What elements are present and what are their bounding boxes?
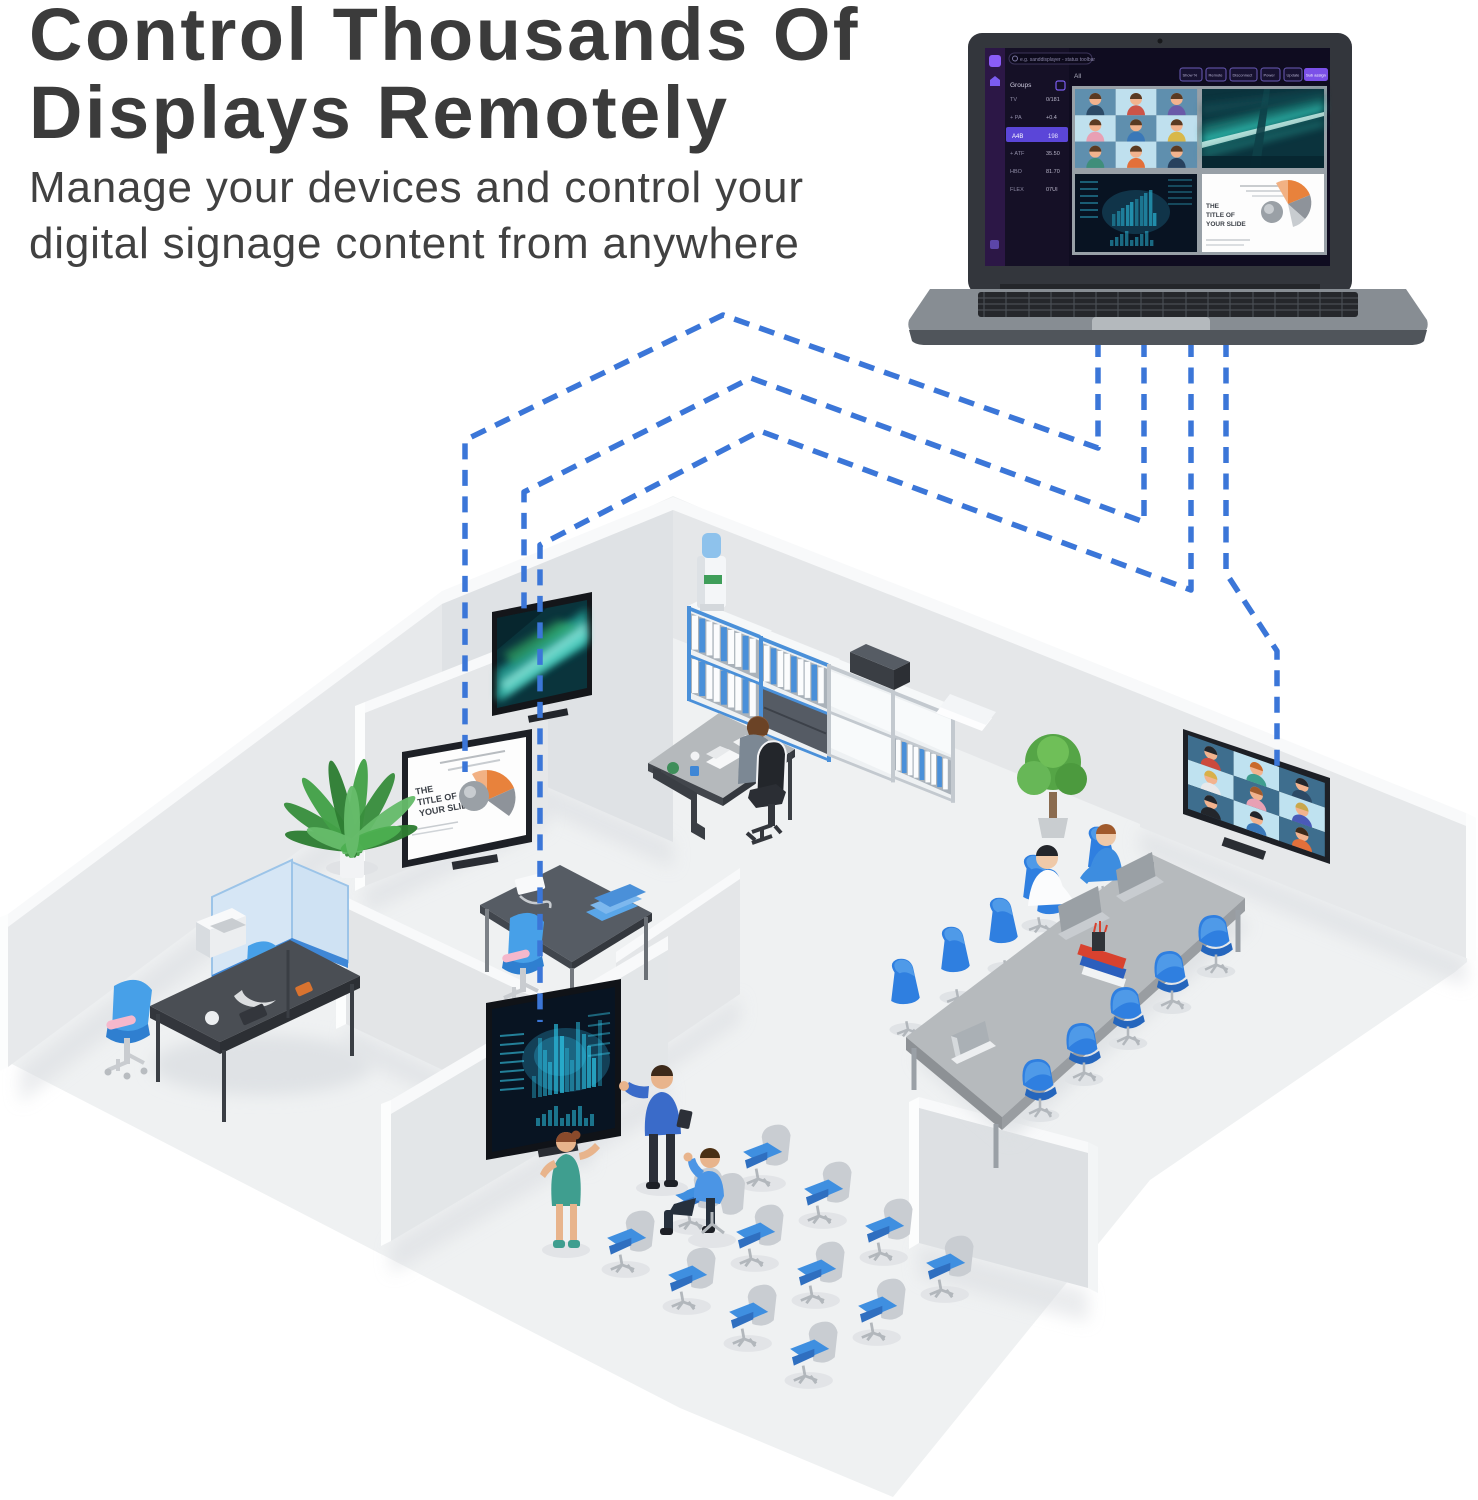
svg-text:81.70: 81.70 xyxy=(1046,169,1060,175)
svg-text:THE: THE xyxy=(1206,203,1220,210)
svg-text:Power: Power xyxy=(1264,73,1276,78)
svg-text:All: All xyxy=(1074,73,1082,80)
svg-text:TITLE OF: TITLE OF xyxy=(1206,212,1235,219)
svg-text:+ PA: + PA xyxy=(1010,115,1022,121)
svg-text:Groups: Groups xyxy=(1010,82,1032,89)
svg-text:35.50: 35.50 xyxy=(1046,151,1060,157)
svg-text:Disconnect: Disconnect xyxy=(1233,73,1254,78)
svg-text:TV: TV xyxy=(1010,97,1017,103)
svg-text:HBO: HBO xyxy=(1010,169,1023,175)
svg-text:Update: Update xyxy=(1287,73,1301,78)
svg-text:A4B: A4B xyxy=(1012,134,1023,140)
svg-text:Show %: Show % xyxy=(1183,73,1198,78)
svg-text:+0.4: +0.4 xyxy=(1046,115,1057,121)
svg-text:FLEX: FLEX xyxy=(1010,187,1024,193)
svg-text:THE: THE xyxy=(415,784,434,797)
svg-text:YOUR SLIDE: YOUR SLIDE xyxy=(1206,221,1246,228)
svg-text:e.g. sanddisplayer - status to: e.g. sanddisplayer - status toolbar xyxy=(1020,57,1095,63)
svg-text:0/181: 0/181 xyxy=(1046,97,1060,103)
svg-text:07UI: 07UI xyxy=(1046,187,1058,193)
svg-text:+ ATF: + ATF xyxy=(1010,151,1025,157)
svg-text:198: 198 xyxy=(1048,134,1059,140)
svg-text:Remote: Remote xyxy=(1209,73,1224,78)
svg-text:Sub assign: Sub assign xyxy=(1306,73,1326,78)
